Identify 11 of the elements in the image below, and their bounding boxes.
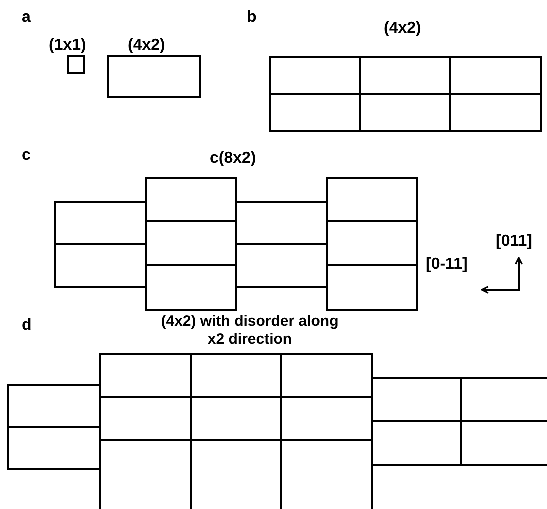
cell-label: (1x1) [49, 36, 86, 55]
panel-letter: b [247, 8, 257, 27]
axis-label: [0-11] [426, 255, 468, 274]
cell-label: c(8x2) [210, 149, 256, 168]
axis-label: [011] [496, 232, 532, 251]
panel-letter: d [22, 316, 32, 335]
panel-letter: c [22, 146, 31, 165]
caption-text: (4x2) with disorder along x2 direction [160, 313, 340, 349]
cell-label: (4x2) [384, 19, 422, 38]
panel-letter: a [22, 8, 31, 27]
cell-label: (4x2) [128, 36, 166, 55]
